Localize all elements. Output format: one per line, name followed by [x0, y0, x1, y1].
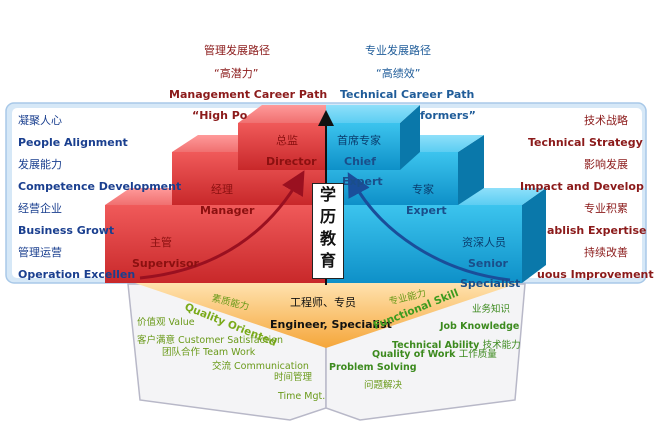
quality-item: 价值观 Value: [137, 317, 195, 328]
chief-cn: 首席专家: [337, 134, 381, 147]
right-item-cn: 技术战略: [584, 114, 628, 127]
step-chief: [326, 123, 400, 170]
base-en: Engineer, Specialist: [270, 318, 392, 331]
tech-path-en: Technical Career Path: [340, 88, 475, 101]
senior-cn: 资深人员: [462, 236, 506, 249]
base-cn: 工程师、专员: [290, 296, 356, 309]
education-char: 历: [319, 207, 336, 226]
left-item-cn: 管理运营: [18, 246, 62, 259]
tech-quote: “高绩效”: [376, 67, 421, 80]
quality-item: Time Mgt.: [278, 391, 326, 402]
education-char: 育: [319, 251, 336, 270]
left-item-cn: 经营企业: [18, 202, 62, 215]
right-item-en: Technical Strategy: [528, 136, 643, 149]
chief-en2: Expert: [342, 175, 383, 188]
tech-high-performers: formers”: [420, 109, 476, 122]
quality-item: 客户满意 Customer Satisfaction: [137, 335, 283, 346]
supervisor-cn: 主管: [150, 236, 172, 249]
chief-en: Chief: [344, 155, 376, 168]
right-item-en: ablish Expertise: [547, 224, 647, 237]
step-supervisor: [105, 205, 326, 283]
left-item-en: Business Growt: [18, 224, 115, 237]
base-fan: [132, 282, 522, 348]
left-item-en: People Alignment: [18, 136, 128, 149]
manager-cn: 经理: [211, 183, 233, 196]
left-item-en: Operation Excellen: [18, 268, 136, 281]
education-box: 学 历 教 育: [312, 183, 344, 279]
supervisor-en: Supervisor: [132, 257, 199, 270]
education-char: 教: [319, 229, 336, 248]
director-en: Director: [266, 155, 317, 168]
functional-item: Problem Solving: [329, 362, 417, 373]
left-item-cn: 发展能力: [18, 158, 62, 171]
functional-item: 问题解决: [364, 380, 403, 391]
step-senior: [326, 205, 522, 283]
manager-en: Manager: [200, 204, 255, 217]
mgmt-path-en: Management Career Path: [169, 88, 328, 101]
education-char: 学: [319, 185, 336, 204]
quality-item: 团队合作 Team Work: [162, 347, 256, 358]
expert-en: Expert: [406, 204, 447, 217]
step-director: [238, 123, 326, 170]
technical-growth-arrow: [347, 172, 511, 282]
tech-path-cn: 专业发展路径: [365, 44, 431, 57]
mgmt-high-potential: “High Po: [192, 109, 248, 122]
right-item-cn: 影响发展: [584, 158, 628, 171]
right-item-en: uous Improvement: [537, 268, 654, 281]
right-item-en: Impact and Develop: [520, 180, 644, 193]
senior-en2: Specialist: [460, 277, 521, 290]
left-item-en: Competence Development: [18, 180, 182, 193]
director-cn: 总监: [276, 134, 298, 147]
quality-item: 交流 Communication: [212, 361, 309, 372]
management-growth-arrow: [139, 170, 305, 280]
functional-item: Technical Ability 技术能力: [392, 340, 521, 351]
mgmt-quote: “高潜力”: [214, 67, 259, 80]
functional-item: Quality of Work 工作质量: [372, 349, 497, 360]
left-item-cn: 凝聚人心: [18, 114, 62, 127]
functional-item: 业务知识: [472, 304, 511, 315]
right-item-cn: 持续改善: [584, 246, 628, 259]
mgmt-path-cn: 管理发展路径: [204, 44, 270, 57]
senior-en: Senior: [468, 257, 508, 270]
quality-item: 时间管理: [274, 372, 313, 383]
right-item-cn: 专业积累: [584, 202, 628, 215]
expert-cn: 专家: [412, 183, 434, 196]
functional-item: Job Knowledge: [440, 321, 520, 332]
